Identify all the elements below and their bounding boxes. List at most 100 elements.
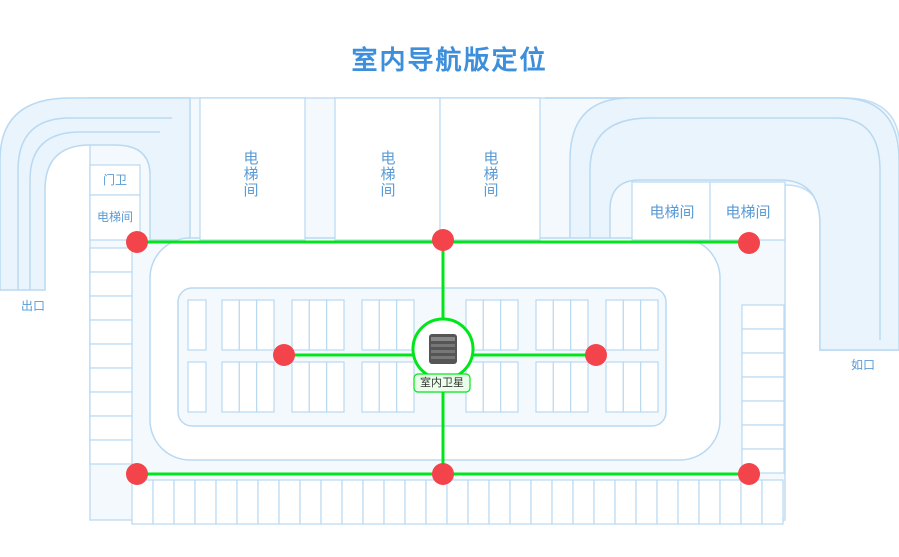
parking-stall (396, 361, 415, 413)
parking-stall (570, 299, 589, 351)
node-mid-right[interactable] (585, 344, 607, 366)
parking-stall (605, 361, 624, 413)
parking-stall (131, 479, 154, 525)
parking-stall (326, 299, 345, 351)
parking-stall (236, 479, 259, 525)
parking-stall (741, 400, 785, 426)
parking-stall (238, 361, 258, 413)
satellite-label: 室内卫星 (420, 376, 464, 389)
parking-stall (361, 361, 380, 413)
parking-stall (378, 299, 398, 351)
parking-stall (89, 439, 133, 465)
elevator-rooms (89, 97, 786, 241)
parking-stall (622, 299, 642, 351)
node-bottom-right[interactable] (738, 463, 760, 485)
elevator-label-left: 电梯间 (96, 210, 133, 224)
parking-stall (308, 361, 328, 413)
parking-stall (383, 479, 406, 525)
parking-stall (89, 271, 133, 297)
elevator-label-1: 电梯间 (243, 149, 259, 199)
parking-stall (89, 319, 133, 345)
satellite-device-icon (429, 334, 457, 364)
parking-stall (698, 479, 721, 525)
parking-stall (187, 361, 207, 413)
parking-stall (741, 424, 785, 450)
parking-stall (740, 479, 763, 525)
parking-stall (152, 479, 175, 525)
parking-stall (741, 376, 785, 402)
parking-stall (291, 361, 310, 413)
parking-stall (741, 352, 785, 378)
parking-stall (640, 299, 659, 351)
parking-stall (425, 479, 448, 525)
node-top-left[interactable] (126, 231, 148, 253)
exit-ramp (0, 97, 191, 291)
parking-stall (221, 361, 240, 413)
navigation-nodes (126, 229, 760, 485)
page-title: 室内导航版定位 (351, 46, 548, 76)
parking-stall (482, 361, 502, 413)
node-bottom-left[interactable] (126, 463, 148, 485)
parking-stall (378, 361, 398, 413)
parking-stall (256, 299, 275, 351)
elevator-label-2: 电梯间 (380, 149, 396, 199)
parking-stall (677, 479, 700, 525)
parking-stall (362, 479, 385, 525)
parking-stall (614, 479, 637, 525)
parking-stall (89, 367, 133, 393)
parking-stall (467, 479, 490, 525)
parking-stall (320, 479, 343, 525)
parking-stall (535, 361, 554, 413)
parking-stalls (89, 247, 785, 525)
parking-stall (89, 415, 133, 441)
parking-stall (530, 479, 553, 525)
parking-stall (640, 361, 659, 413)
parking-stall (89, 343, 133, 369)
parking-stall (656, 479, 679, 525)
parking-stall (761, 479, 784, 525)
parking-stall (238, 299, 258, 351)
parking-stall (482, 299, 502, 351)
elevator-label-3: 电梯间 (483, 149, 499, 199)
parking-stall (741, 304, 785, 330)
parking-stall (89, 391, 133, 417)
parking-stall (89, 247, 133, 273)
parking-stall (326, 361, 345, 413)
parking-stall (278, 479, 301, 525)
parking-stall (256, 361, 275, 413)
parking-stall (500, 299, 519, 351)
parking-stall (605, 299, 624, 351)
node-top-center[interactable] (432, 229, 454, 251)
parking-stall (488, 479, 511, 525)
node-mid-left[interactable] (273, 344, 295, 366)
elevator-label-4: 电梯间 (649, 203, 695, 221)
parking-stall (552, 299, 572, 351)
parking-stall (173, 479, 196, 525)
parking-stall (341, 479, 364, 525)
parking-stall (215, 479, 238, 525)
parking-stall (187, 299, 207, 351)
parking-stall (635, 479, 658, 525)
parking-stall (194, 479, 217, 525)
parking-stall (446, 479, 469, 525)
parking-stall (535, 299, 554, 351)
entrance-label: 如口 (850, 358, 875, 372)
node-top-right[interactable] (738, 232, 760, 254)
parking-stall (89, 295, 133, 321)
parking-stall (404, 479, 427, 525)
parking-stall (719, 479, 742, 525)
elevator-label-5: 电梯间 (725, 203, 771, 221)
parking-stall (396, 299, 415, 351)
parking-stall (593, 479, 616, 525)
node-bottom-center[interactable] (432, 463, 454, 485)
parking-stall (291, 299, 310, 351)
parking-stall (361, 299, 380, 351)
parking-stall (622, 361, 642, 413)
parking-stall (308, 299, 328, 351)
parking-stall (741, 328, 785, 354)
guard-label: 门卫 (102, 173, 127, 187)
parking-stall (552, 361, 572, 413)
satellite-hub[interactable] (411, 317, 475, 393)
